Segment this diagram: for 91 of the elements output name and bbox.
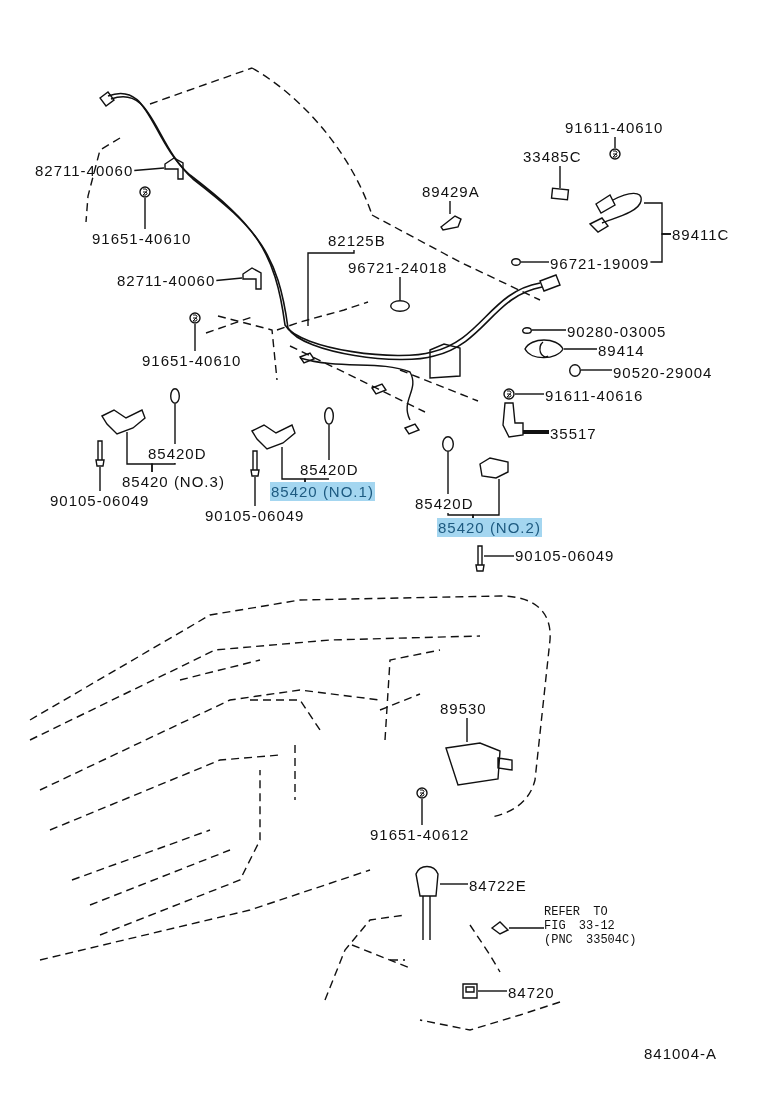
leader-line xyxy=(559,165,561,189)
part-number: 82711-40060 xyxy=(116,271,217,290)
bolt-drawing xyxy=(251,450,259,477)
part-number: 85420 (NO.2) xyxy=(437,518,542,537)
part-number: 90105-06049 xyxy=(204,506,306,525)
leader-line xyxy=(483,555,515,557)
leader-line xyxy=(399,276,401,301)
leader-line xyxy=(307,249,355,327)
part-number: 85420D xyxy=(299,460,360,479)
screw-drawing xyxy=(491,921,509,935)
leader-line xyxy=(421,798,423,826)
bolt-drawing xyxy=(609,148,621,160)
leader-line xyxy=(174,403,176,445)
sensor-drawing xyxy=(440,214,462,230)
part-number: 90105-06049 xyxy=(514,546,616,565)
solenoid-drawing xyxy=(478,456,510,479)
part-number: 85420 (NO.3) xyxy=(121,472,226,491)
leader-line xyxy=(531,329,567,331)
switch-drawing xyxy=(414,866,440,942)
leader-line xyxy=(281,446,306,483)
clip-drawing xyxy=(164,156,184,180)
part-number: 82125B xyxy=(327,231,387,250)
leader-line xyxy=(328,424,330,461)
leader-line xyxy=(133,167,165,172)
leader-line xyxy=(304,478,330,483)
leader-line xyxy=(472,478,500,519)
leader-line xyxy=(466,717,468,743)
clip-drawing xyxy=(242,266,262,290)
leader-line xyxy=(614,136,616,149)
leader-line xyxy=(439,883,469,885)
leader-line xyxy=(520,261,550,263)
switch-drawing xyxy=(462,983,478,999)
part-number: 89411C xyxy=(671,225,731,244)
bracket-drawing xyxy=(503,402,523,438)
o-ring-drawing xyxy=(170,388,180,404)
connector-drawing xyxy=(551,188,569,200)
part-number: 90105-06049 xyxy=(49,491,151,510)
part-number: 91651-40610 xyxy=(141,351,243,370)
part-number: 89414 xyxy=(597,341,646,360)
control-unit-drawing xyxy=(444,742,514,786)
leader-line xyxy=(514,393,545,395)
seal-drawing xyxy=(522,327,532,334)
part-number: 90520-29004 xyxy=(612,363,714,382)
reference-note: REFER TO FIG 33-12 (PNC 33504C) xyxy=(544,906,640,948)
part-number: 33485C xyxy=(522,147,583,166)
part-number: 96721-19009 xyxy=(549,254,651,273)
leader-line xyxy=(649,233,672,263)
leader-line xyxy=(144,197,146,230)
part-number: 82711-40060 xyxy=(34,161,135,180)
leader-line xyxy=(99,466,101,492)
bolt-drawing xyxy=(503,388,515,400)
part-number: 89530 xyxy=(439,699,488,718)
bolt-drawing xyxy=(139,186,151,198)
o-ring-drawing xyxy=(442,436,454,452)
solenoid-drawing xyxy=(250,421,296,447)
leader-line xyxy=(447,512,474,519)
leader-line xyxy=(477,990,508,992)
part-number: 85420D xyxy=(414,494,475,513)
ring-drawing xyxy=(569,364,581,377)
leader-line xyxy=(254,476,256,507)
leader-line xyxy=(447,451,449,495)
leader-line xyxy=(523,430,549,434)
leader-line xyxy=(194,323,196,352)
grommet-drawing xyxy=(390,300,410,312)
part-number: 84722E xyxy=(468,876,528,895)
bolt-drawing xyxy=(416,787,428,799)
part-number: 91651-40612 xyxy=(369,825,471,844)
sensor-drawing xyxy=(524,338,564,360)
part-number: 96721-24018 xyxy=(347,258,449,277)
part-number: 91611-40616 xyxy=(544,386,645,405)
leader-line xyxy=(563,348,598,350)
part-number: 85420D xyxy=(147,444,208,463)
leader-line xyxy=(215,277,243,282)
bolt-drawing xyxy=(96,440,104,467)
seal-drawing xyxy=(511,258,521,266)
part-number: 90280-03005 xyxy=(566,322,668,341)
part-number: 84720 xyxy=(507,983,556,1002)
part-number: 91651-40610 xyxy=(91,229,193,248)
leader-line xyxy=(508,927,545,929)
part-number: 35517 xyxy=(549,424,598,443)
leader-line xyxy=(449,200,451,215)
part-number: 85420 (NO.1) xyxy=(270,482,375,501)
part-number: 89429A xyxy=(421,182,481,201)
figure-number: 841004-A xyxy=(644,1045,718,1062)
part-number: 91611-40610 xyxy=(564,118,665,137)
bolt-drawing xyxy=(476,545,484,572)
o-ring-drawing xyxy=(324,407,334,425)
bolt-drawing xyxy=(189,312,201,324)
leader-line xyxy=(580,369,613,371)
solenoid-drawing xyxy=(100,406,146,432)
leader-line xyxy=(151,462,176,473)
